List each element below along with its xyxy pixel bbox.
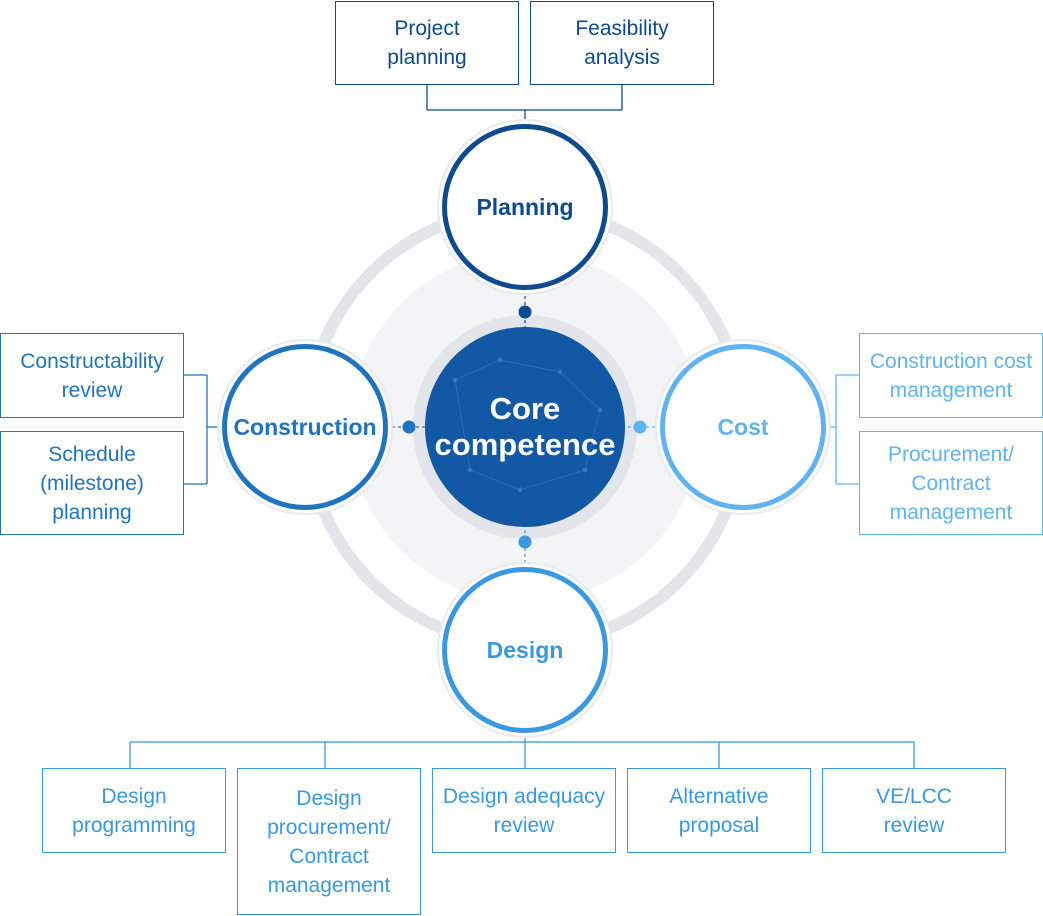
design-connectors: [129, 730, 915, 768]
cost-dot: [633, 420, 647, 434]
design-adequacy-review-box: Design adequacy review: [432, 768, 616, 853]
ve-lcc-review-box: VE/LCC review: [822, 768, 1006, 853]
construction-connectors: [183, 374, 222, 485]
constructability-review-box: Constructability review: [0, 333, 184, 418]
planning-label: Planning: [476, 193, 574, 220]
construction-node[interactable]: Construction: [222, 344, 388, 510]
core-competence-label: Core competence: [434, 391, 616, 462]
design-dot: [518, 535, 532, 549]
planning-dot: [518, 305, 532, 319]
construction-dot: [402, 420, 416, 434]
planning-connectors: [426, 85, 623, 122]
feasibility-analysis-box: Feasibility analysis: [530, 1, 714, 85]
alternative-proposal-box: Alternative proposal: [627, 768, 811, 853]
design-label: Design: [486, 636, 564, 663]
cost-label: Cost: [717, 413, 769, 440]
cost-node[interactable]: Cost: [660, 344, 826, 510]
design-programming-box: Design programming: [42, 768, 226, 853]
core-fill: [425, 327, 625, 527]
design-procurement-box: Design procurement/ Contract management: [237, 768, 421, 915]
cost-connectors: [826, 374, 860, 485]
planning-node[interactable]: Planning: [442, 124, 608, 290]
schedule-planning-box: Schedule (milestone) planning: [0, 431, 184, 535]
project-planning-box: Project planning: [335, 1, 519, 85]
core-texture: [452, 357, 603, 493]
construction-cost-management-box: Construction cost management: [859, 333, 1043, 418]
design-node[interactable]: Design: [442, 567, 608, 733]
procurement-contract-management-box: Procurement/ Contract management: [859, 431, 1043, 535]
construction-label: Construction: [233, 413, 377, 440]
